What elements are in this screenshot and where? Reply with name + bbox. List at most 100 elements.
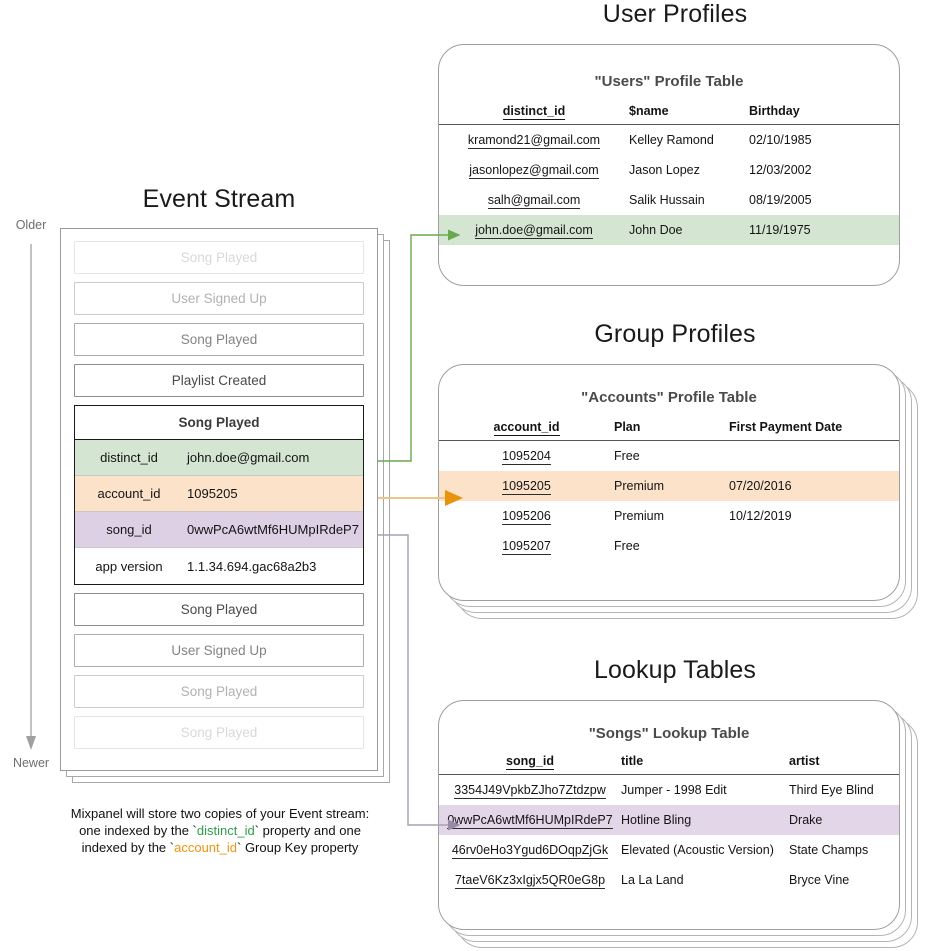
event-property-app-version[interactable]: app version 1.1.34.694.gac68a2b3 (75, 548, 363, 584)
cell-song-id: 46rv0eHo3Ygud6DOqpZjGk (451, 843, 609, 859)
cell-account-id: 1095207 (502, 539, 551, 555)
table-row[interactable]: 3354J49VpkbZJho7Ztdzpw Jumper - 1998 Edi… (439, 775, 899, 806)
table-row[interactable]: jasonlopez@gmail.com Jason Lopez 12/03/2… (439, 155, 899, 185)
cell-first-payment-date (729, 441, 899, 472)
column-header-song-id: song_id (506, 754, 554, 770)
lookup-tables-title: Lookup Tables (593, 656, 757, 684)
cell-birthday: 12/03/2002 (749, 163, 812, 177)
cell-account-id: 1095204 (502, 449, 551, 465)
cell-distinct-id: jasonlopez@gmail.com (469, 163, 599, 179)
event-stream-title: Event Stream (142, 185, 296, 213)
column-header-account-id: account_id (493, 420, 560, 436)
accounts-table: account_id Plan First Payment Date 10952… (439, 420, 899, 561)
cell-first-payment-date: 07/20/2016 (729, 471, 899, 501)
table-row[interactable]: salh@gmail.com Salik Hussain 08/19/2005 (439, 185, 899, 215)
caption-line-3-prefix: indexed by the ` (81, 840, 175, 855)
caption-line-2-suffix: ` property and one (254, 823, 361, 838)
property-key: app version (95, 558, 163, 574)
cell-name: Salik Hussain (629, 193, 705, 207)
table-header-row: account_id Plan First Payment Date (439, 420, 899, 441)
caption: Mixpanel will store two copies of your E… (50, 805, 390, 856)
selected-event-title: Song Played (75, 406, 363, 440)
property-value: 0wwPcA6wtMf6HUMpIRdeP7 (187, 522, 359, 537)
table-row[interactable]: 1095207 Free (439, 531, 899, 561)
table-header-row: song_id title artist (439, 754, 899, 775)
property-value: 1.1.34.694.gac68a2b3 (187, 558, 317, 574)
songs-lookup-card-stack: "Songs" Lookup Table song_id title artis… (438, 700, 918, 948)
event-property-song-id[interactable]: song_id 0wwPcA6wtMf6HUMpIRdeP7 (75, 512, 363, 548)
event-property-account-id[interactable]: account_id 1095205 (75, 476, 363, 512)
cell-song-id: 3354J49VpkbZJho7Ztdzpw (454, 783, 606, 799)
cell-artist: State Champs (789, 843, 869, 857)
event-list: Song Played User Signed Up Song Played P… (60, 228, 378, 771)
table-header-row: distinct_id $name Birthday (439, 104, 899, 125)
table-row-highlighted[interactable]: john.doe@gmail.com John Doe 11/19/1975 (439, 215, 899, 245)
property-key: account_id (97, 486, 161, 501)
cell-name: John Doe (629, 215, 749, 245)
column-header-artist: artist (789, 754, 820, 768)
event-row[interactable]: Song Played (74, 593, 364, 626)
cell-distinct-id: john.doe@gmail.com (439, 215, 629, 245)
event-row[interactable]: Song Played (74, 323, 364, 356)
cell-birthday: 08/19/2005 (749, 193, 812, 207)
group-profiles-title: Group Profiles (594, 320, 756, 348)
column-header-first-payment-date: First Payment Date (729, 420, 843, 434)
cell-account-id: 1095206 (502, 509, 551, 525)
accounts-profile-card: "Accounts" Profile Table account_id Plan… (438, 364, 900, 601)
users-table-title: "Users" Profile Table (594, 73, 744, 90)
property-key: distinct_id (100, 450, 158, 465)
caption-line-2-prefix: one indexed by the ` (79, 823, 197, 838)
cell-song-id: 0wwPcA6wtMf6HUMpIRdeP7 (439, 805, 621, 835)
table-row[interactable]: 1095206 Premium 10/12/2019 (439, 501, 899, 531)
cell-title: Elevated (Acoustic Version) (621, 843, 774, 857)
caption-line-3: indexed by the `account_id` Group Key pr… (50, 839, 390, 856)
event-row[interactable]: Song Played (74, 675, 364, 708)
cell-distinct-id: kramond21@gmail.com (467, 133, 601, 149)
accounts-table-title: "Accounts" Profile Table (581, 389, 757, 406)
axis-label-older: Older (15, 218, 47, 232)
event-row[interactable]: Song Played (74, 716, 364, 749)
cell-artist: Third Eye Blind (789, 783, 874, 797)
property-key: song_id (106, 522, 152, 537)
property-value: john.doe@gmail.com (187, 450, 310, 465)
selected-event-card[interactable]: Song Played distinct_id john.doe@gmail.c… (74, 405, 364, 585)
cell-birthday: 11/19/1975 (749, 215, 899, 245)
cell-first-payment-date: 10/12/2019 (729, 509, 792, 523)
users-profile-card: "Users" Profile Table distinct_id $name … (438, 44, 900, 286)
cell-song-id: 7taeV6Kz3xIgjx5QR0eG8p (454, 873, 606, 889)
caption-line-1: Mixpanel will store two copies of your E… (70, 806, 370, 821)
table-row[interactable]: kramond21@gmail.com Kelley Ramond 02/10/… (439, 125, 899, 156)
time-arrow-icon (26, 244, 36, 750)
table-row[interactable]: 46rv0eHo3Ygud6DOqpZjGk Elevated (Acousti… (439, 835, 899, 865)
users-profile-card-stack: "Users" Profile Table distinct_id $name … (438, 44, 910, 286)
event-row[interactable]: Playlist Created (74, 364, 364, 397)
event-stream-card-stack: Song Played User Signed Up Song Played P… (60, 228, 390, 783)
table-row-highlighted[interactable]: 1095205 Premium 07/20/2016 (439, 471, 899, 501)
table-row-highlighted[interactable]: 0wwPcA6wtMf6HUMpIRdeP7 Hotline Bling Dra… (439, 805, 899, 835)
event-row[interactable]: Song Played (74, 241, 364, 274)
cell-birthday: 02/10/1985 (749, 133, 812, 147)
property-value: 1095205 (187, 486, 238, 501)
caption-distinct-id-token: distinct_id (196, 823, 255, 838)
event-row[interactable]: User Signed Up (74, 282, 364, 315)
axis-label-newer: Newer (12, 756, 50, 770)
event-property-distinct-id[interactable]: distinct_id john.doe@gmail.com (75, 440, 363, 476)
caption-line-3-suffix: ` Group Key property (237, 840, 359, 855)
caption-line-2: one indexed by the `distinct_id` propert… (50, 822, 390, 839)
users-table: distinct_id $name Birthday kramond21@gma… (439, 104, 899, 245)
column-header-name: $name (629, 104, 669, 118)
cell-name: Jason Lopez (629, 163, 700, 177)
column-header-title: title (621, 754, 644, 768)
cell-account-id: 1095205 (439, 471, 614, 501)
songs-lookup-card: "Songs" Lookup Table song_id title artis… (438, 700, 900, 930)
table-row[interactable]: 1095204 Free (439, 441, 899, 472)
cell-title: Jumper - 1998 Edit (621, 783, 727, 797)
table-row[interactable]: 7taeV6Kz3xIgjx5QR0eG8p La La Land Bryce … (439, 865, 899, 895)
time-axis: Older Newer (8, 218, 54, 778)
event-row[interactable]: User Signed Up (74, 634, 364, 667)
cell-artist: Drake (789, 805, 899, 835)
cell-plan: Free (614, 539, 640, 553)
cell-artist: Bryce Vine (789, 873, 850, 887)
column-header-plan: Plan (614, 420, 641, 434)
column-header-birthday: Birthday (749, 104, 800, 118)
